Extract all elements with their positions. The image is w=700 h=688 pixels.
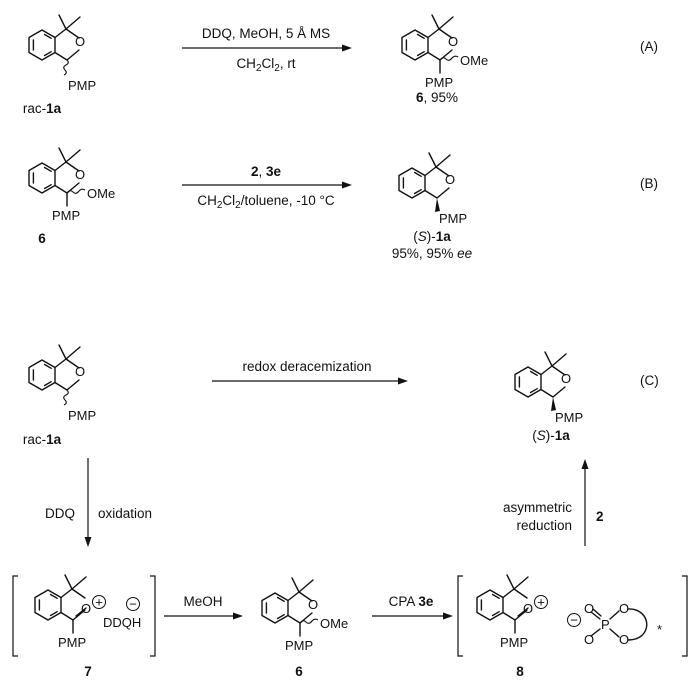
pmp-group: PMP (52, 208, 80, 223)
compound-label-6-c: 6 (295, 664, 303, 679)
compound-label-8: 8 (516, 664, 524, 679)
conditions-b: CH2Cl2/toluene, -10 °C (197, 193, 335, 211)
rac-1a-structure-a: O PMP (28, 14, 96, 93)
oxygen-atom: O (75, 364, 85, 379)
oxygen-atom: O (75, 34, 85, 49)
plus-charge (534, 595, 548, 609)
chiral-phosphate-anion: − O O P O O * (567, 601, 662, 647)
pmp-group: PMP (555, 410, 583, 425)
reagents-b: 2, 3e (251, 164, 282, 179)
yield-ee-b: 95%, 95% ee (392, 246, 472, 261)
ddqh-counterion: DDQH (103, 615, 141, 630)
pmp-group: PMP (68, 78, 96, 93)
s-1a-structure-b: O PMP (398, 152, 467, 226)
svg-text:+: + (95, 595, 103, 610)
compound-label-7: 7 (84, 664, 92, 679)
asymmetric-label: asymmetric (503, 500, 572, 515)
compound-label-6-b: 6 (38, 231, 46, 246)
redox-deracemization-label: redox deracemization (242, 359, 371, 374)
compound-label-rac-1a-c: rac-1a (23, 432, 62, 447)
row-label-c: (C) (640, 373, 659, 388)
reagents-a: DDQ, MeOH, 5 Å MS (202, 26, 330, 41)
reductant-2-label: 2 (596, 509, 604, 524)
compound-label-rac-1a: rac-1a (23, 101, 62, 116)
meoh-label: MeOH (183, 594, 222, 609)
conditions-a: CH2Cl2, rt (236, 56, 295, 74)
s-1a-structure-c: O PMP (514, 351, 583, 425)
bracket-left-7 (12, 575, 18, 657)
bracket-left-8 (457, 575, 463, 657)
oxygen-atom: O (523, 601, 533, 616)
oxygen-atom: O (308, 597, 318, 612)
pmp-group: PMP (500, 635, 528, 650)
minus-charge-ddqh (126, 597, 140, 611)
compound-label-s-1a-b: (S)-1a (413, 229, 451, 244)
compound-label-s-1a-c: (S)-1a (532, 428, 570, 443)
oxygen-atom: O (619, 601, 629, 616)
binaphthyl-loop (627, 608, 648, 641)
pmp-group: PMP (68, 408, 96, 423)
oxygen-atom: O (448, 34, 458, 49)
chiral-star: * (657, 622, 662, 637)
svg-text:−: − (129, 597, 137, 612)
oxygen-atom: O (584, 632, 594, 647)
compound-label-6-a: 6, 95% (416, 90, 458, 105)
row-b: O OMe PMP 6 2, 3e CH2Cl2/toluene, -10 °C… (28, 147, 658, 261)
ome-group: OMe (320, 616, 348, 631)
row-label-b: (B) (640, 176, 658, 191)
row-label-a: (A) (640, 39, 658, 54)
pmp-group: PMP (439, 211, 467, 226)
row-a: O PMP rac-1a DDQ, MeOH, 5 Å MS CH2Cl2, r… (23, 14, 658, 116)
oxidation-label: oxidation (98, 506, 152, 521)
oxygen-atom: O (584, 601, 594, 616)
oxygen-atom: O (445, 172, 455, 187)
oxygen-atom: O (561, 371, 571, 386)
oxygen-atom: O (75, 167, 85, 182)
row-c: O PMP rac-1a redox deracemization O PMP … (12, 344, 688, 679)
pmp-group: PMP (425, 75, 453, 90)
minus-charge-phosphate (567, 613, 581, 627)
pmp-group: PMP (285, 638, 313, 653)
ome-group: OMe (460, 53, 488, 68)
svg-text:−: − (570, 613, 578, 628)
ome-group: OMe (87, 186, 115, 201)
oxygen-atom: O (81, 601, 91, 616)
reduction-label: reduction (516, 518, 572, 533)
compound-6-structure-a: O OMe PMP (401, 14, 488, 90)
bracket-right-7 (150, 575, 156, 657)
cpa-label: CPA 3e (389, 594, 434, 609)
compound-6-structure-b: O OMe PMP (28, 147, 115, 223)
bracket-right-8 (682, 575, 688, 657)
ddq-label: DDQ (45, 506, 75, 521)
rac-1a-structure-c: O PMP (28, 344, 96, 423)
oxygen-atom: O (619, 632, 629, 647)
ion-pair-8-structure: O + PMP (476, 574, 548, 650)
plus-charge (92, 595, 106, 609)
compound-6-structure-c: O OMe PMP (261, 577, 348, 653)
oxocarbenium-7-structure: O + PMP (34, 574, 106, 650)
pmp-group: PMP (58, 635, 86, 650)
phosphorus-atom: P (601, 617, 610, 632)
svg-text:+: + (537, 595, 545, 610)
